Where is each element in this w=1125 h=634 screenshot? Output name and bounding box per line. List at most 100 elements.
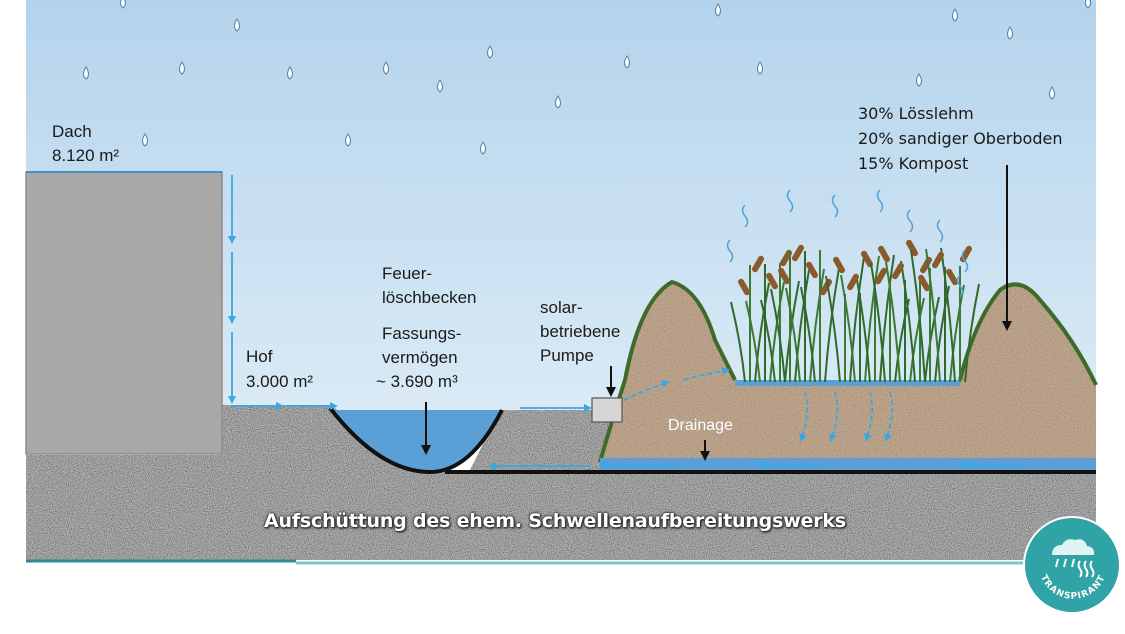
basin-label-line1: Feuer- (382, 264, 433, 283)
vapor-line (726, 239, 734, 263)
rain-drop (479, 140, 487, 155)
reed-leaf (824, 267, 840, 383)
rain-drops (82, 0, 1092, 155)
reed-leaf (879, 254, 895, 383)
pump-label-line3: Pumpe (540, 346, 594, 365)
reed-leaf (885, 261, 901, 383)
yard-name-label: Hof (246, 347, 273, 366)
reed-leaf (825, 275, 841, 383)
rain-drop (486, 44, 494, 59)
rain-drop (623, 54, 631, 69)
cattail-head (878, 245, 890, 263)
rain-drop (915, 72, 923, 87)
pointer-arrows (421, 165, 1012, 461)
vapor-line (876, 189, 884, 213)
reed-leaf (855, 273, 871, 383)
cattail-head (918, 274, 930, 292)
yard-area-label: 3.000 m² (246, 372, 314, 391)
soil-mix-line1: 30% Lösslehm (858, 104, 974, 123)
rain-drop (714, 2, 722, 17)
capacity-label-line1: Fassungs- (382, 324, 462, 343)
cattail-head (833, 256, 845, 274)
roof-name-label: Dach (52, 122, 92, 141)
transpirant-badge: TRANSPIRANT (1023, 516, 1121, 614)
reed-leaf (785, 287, 801, 383)
reed-leaf (840, 274, 856, 383)
vapor-line (961, 249, 969, 273)
reed-plants (730, 239, 980, 383)
pump-label-line1: solar- (540, 298, 583, 317)
building-block (25, 171, 223, 455)
reed-leaf (925, 248, 941, 383)
reed-leaf (870, 262, 886, 383)
reed-leaf (754, 282, 770, 383)
rain-drop (82, 65, 90, 80)
rain-drop (233, 17, 241, 32)
yard-gravel (220, 405, 332, 457)
cattail-head (920, 256, 932, 274)
rain-drop (178, 60, 186, 75)
planted-soil-mound (600, 282, 1096, 462)
rain-drop (141, 132, 149, 147)
reed-leaf (940, 247, 956, 383)
cattail-head (820, 278, 832, 296)
reed-leaf (909, 297, 925, 383)
soil-mix-line3: 15% Kompost (858, 154, 969, 173)
fire-basin-outline (328, 406, 504, 475)
rain-drop (756, 60, 764, 75)
cattail-head (778, 267, 790, 285)
rain-drop (119, 0, 127, 9)
reed-leaf (745, 300, 761, 383)
reed-leaf (770, 288, 786, 383)
cattail-head (861, 250, 873, 268)
reed-leaf (730, 301, 746, 383)
vapor-line (786, 189, 794, 213)
rain-drop (554, 94, 562, 109)
planted-pond-water (735, 380, 960, 386)
infiltration-arrow (884, 391, 894, 442)
vapor-line (741, 204, 749, 228)
vapor-line (906, 209, 914, 233)
vapor-line (936, 219, 944, 243)
reed-leaf (910, 249, 926, 383)
pump-label-line2: betriebene (540, 322, 621, 341)
rain-drop (382, 60, 390, 75)
mound-edge-right (958, 282, 1098, 386)
infiltration-arrows (799, 391, 894, 442)
cattail-head (875, 267, 887, 285)
pump-gravel (470, 410, 612, 470)
rain-drop (1084, 0, 1092, 9)
reed-leaf (760, 299, 776, 383)
rain-drop (286, 65, 294, 80)
cattail-head (792, 244, 804, 262)
rain-drop (436, 78, 444, 93)
rain-drop (1006, 25, 1014, 40)
transpiration-lines (726, 189, 969, 298)
rain-drop (1048, 85, 1056, 100)
cattail-head (766, 272, 778, 290)
reed-leaf (809, 268, 825, 383)
reed-leaf (800, 286, 816, 383)
capacity-label-line2: vermögen (382, 348, 458, 367)
basin-label-line2: löschbecken (382, 288, 477, 307)
cattail-head (738, 278, 750, 296)
roof-runoff-arrows (228, 175, 1020, 470)
reed-leaf (849, 256, 865, 383)
infiltration-arrow (864, 391, 874, 442)
reed-leaf (900, 260, 916, 383)
infiltration-arrow (799, 391, 809, 442)
rain-drop (951, 7, 959, 22)
infiltration-arrow (829, 391, 839, 442)
reed-leaf (964, 283, 980, 383)
vapor-line (831, 194, 839, 218)
rain-cloud-transpiration-icon (1052, 539, 1095, 578)
vapor-line (956, 274, 964, 298)
roof-area-label: 8.120 m² (52, 146, 120, 165)
cattail-head (946, 268, 958, 286)
drainage-label: Drainage (668, 417, 733, 434)
cattail-head (806, 261, 818, 279)
reed-leaf (864, 255, 880, 383)
fire-basin-water (332, 410, 500, 470)
drainage-water (600, 458, 1096, 470)
